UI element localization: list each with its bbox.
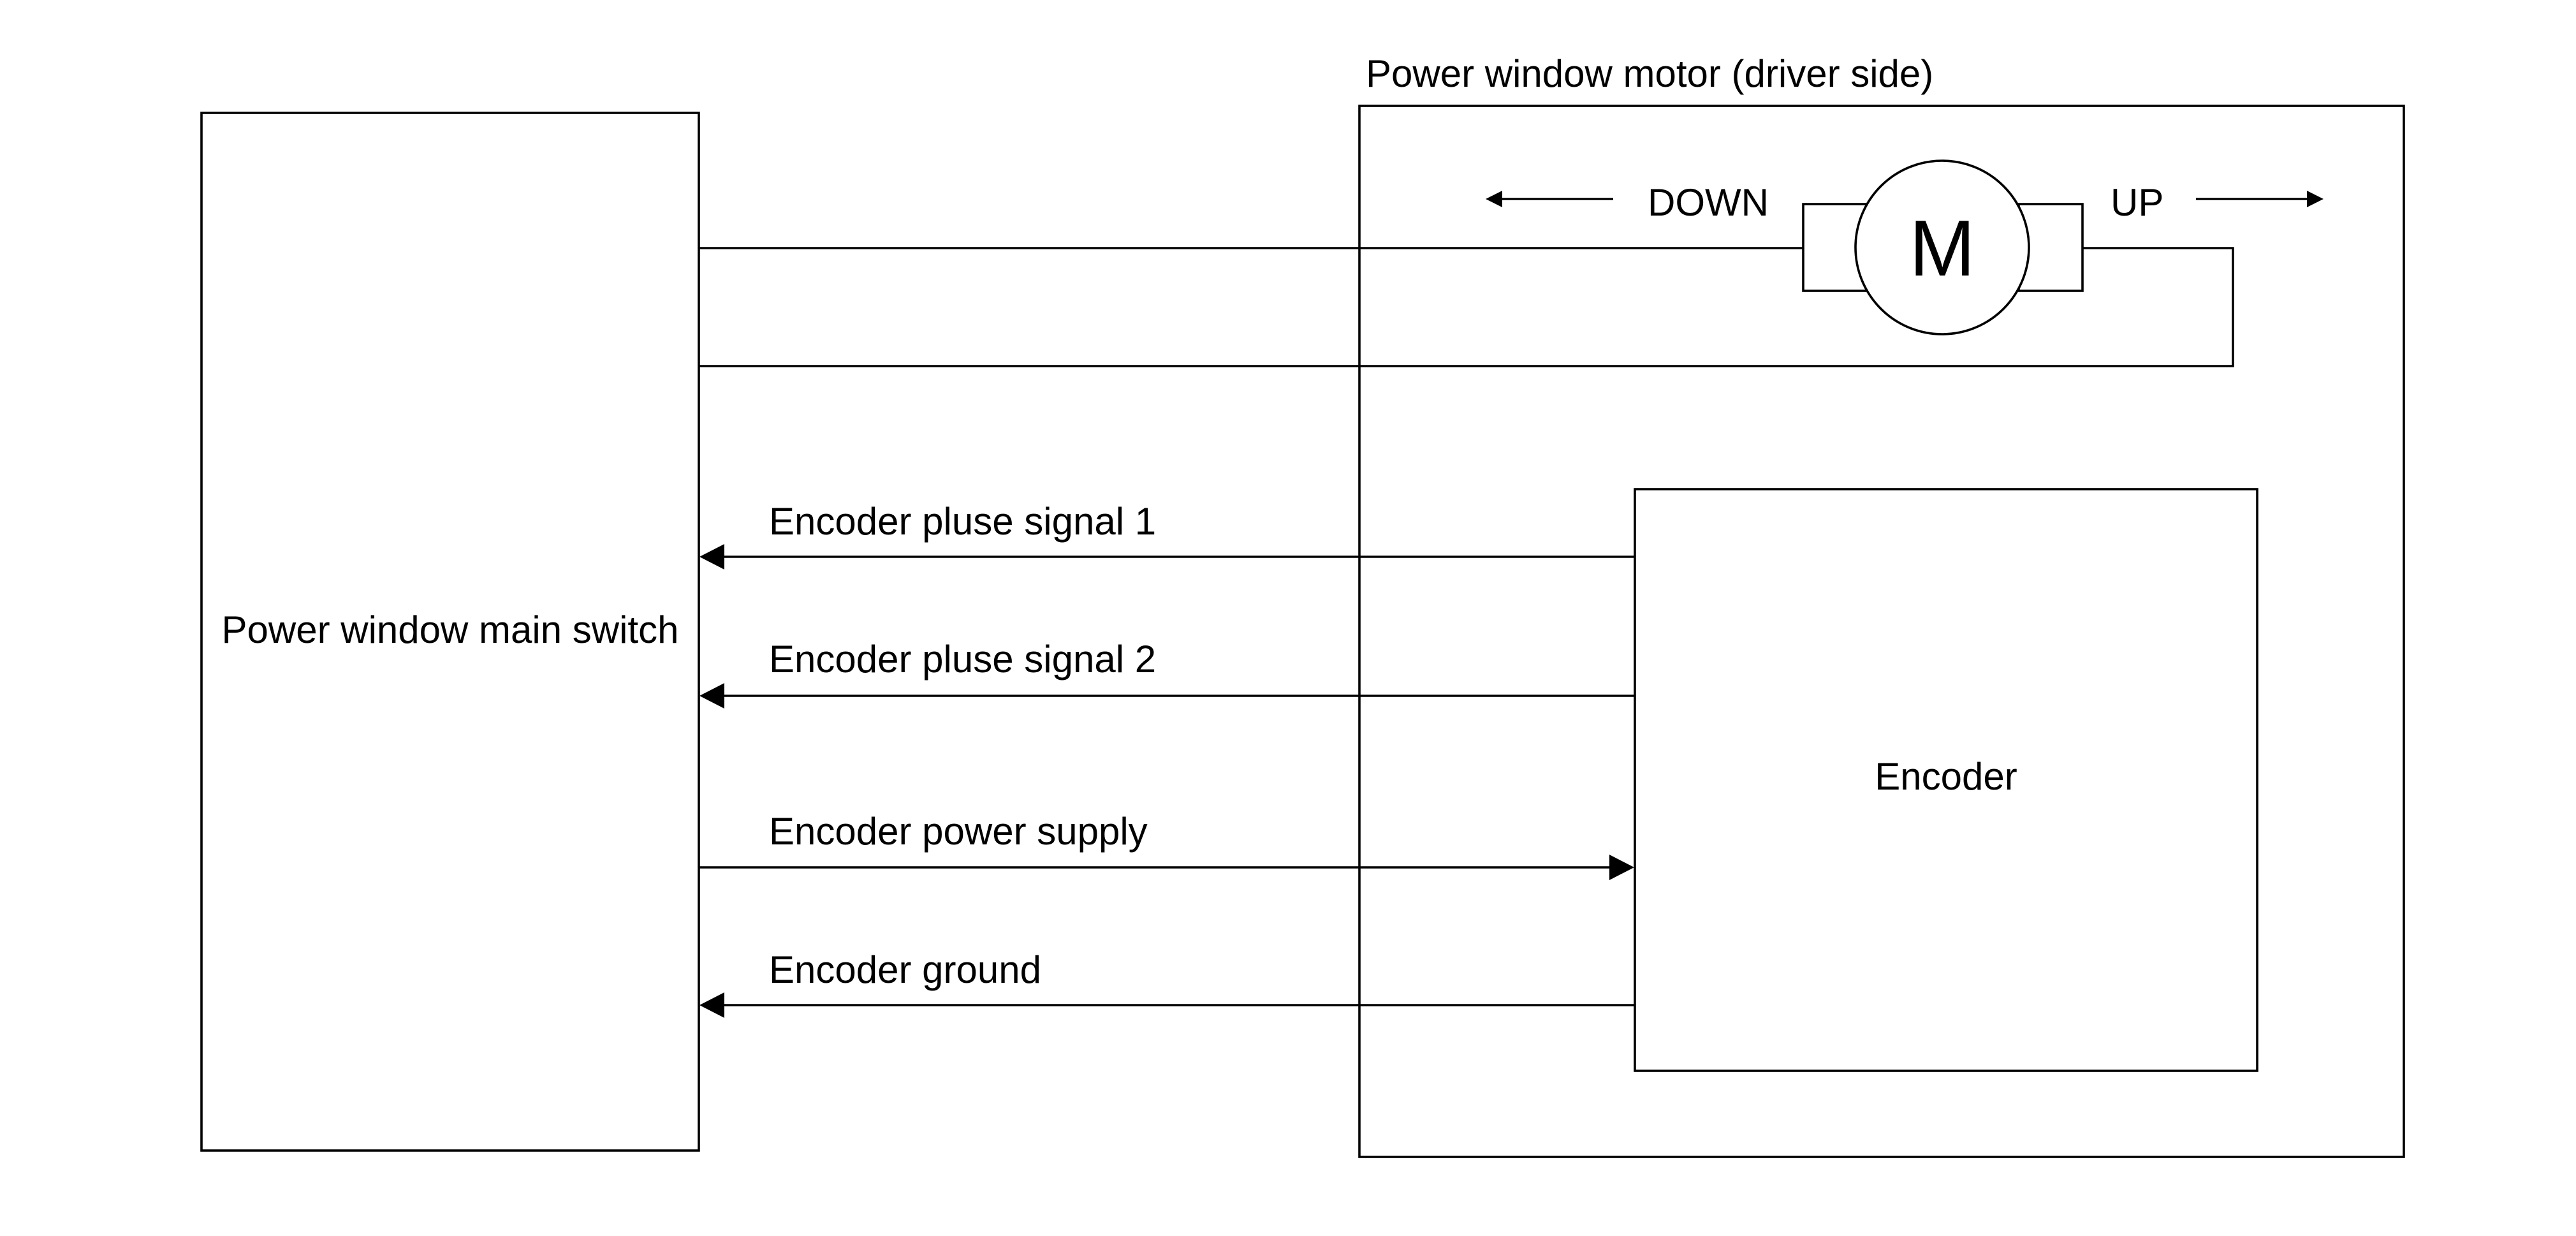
motor-symbol: M DOWN UP: [1486, 159, 2324, 335]
signal-pulse-2: Encoder pluse signal 2: [699, 638, 1635, 709]
motor-wire-up: [699, 247, 2234, 367]
main-switch-block: Power window main switch: [200, 112, 700, 1152]
down-arrow-head: [1486, 191, 1502, 207]
encoder-box: [1634, 488, 2258, 1072]
signal-ground: Encoder ground: [699, 948, 1635, 1018]
arrow-head-left: [699, 544, 724, 570]
signal-label: Encoder pluse signal 1: [769, 500, 1156, 543]
main-switch-box: [200, 112, 700, 1152]
signal-power-supply: Encoder power supply: [699, 810, 1634, 880]
signal-label: Encoder ground: [769, 948, 1041, 991]
main-switch-label: Power window main switch: [222, 608, 679, 651]
motor-letter: M: [1909, 205, 1975, 293]
up-arrow-head: [2307, 191, 2324, 207]
encoder-label: Encoder: [1875, 755, 2017, 798]
motor-wires: [699, 247, 2234, 367]
motor-enclosure: Power window motor (driver side): [1358, 52, 2405, 1158]
down-label: DOWN: [1648, 181, 1769, 224]
arrow-head-left: [699, 992, 724, 1018]
encoder-block: Encoder: [1634, 488, 2258, 1072]
signal-label: Encoder pluse signal 2: [769, 638, 1156, 681]
up-label: UP: [2111, 181, 2163, 224]
motor-circle: [1854, 159, 2030, 335]
signal-pulse-1: Encoder pluse signal 1: [699, 500, 1635, 570]
arrow-head-right: [1609, 855, 1634, 880]
arrow-head-left: [699, 683, 724, 709]
motor-box: [1358, 105, 2405, 1158]
motor-box-title: Power window motor (driver side): [1366, 52, 1933, 95]
signal-label: Encoder power supply: [769, 810, 1148, 853]
